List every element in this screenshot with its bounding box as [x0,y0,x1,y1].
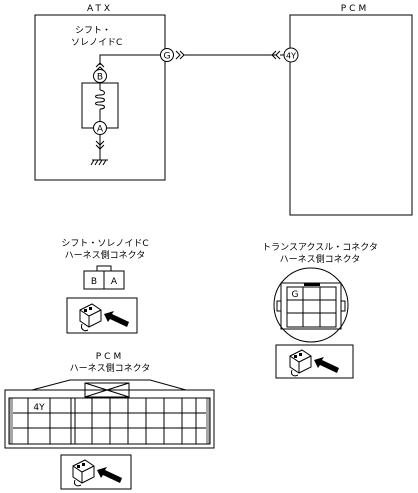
transaxle-connector-title-line1: トランスアクスル・コネクタ [262,243,378,253]
a-connector-marker [95,140,105,150]
solenoid-connector-face: B A [83,265,125,290]
transaxle-connector-face: G [273,267,349,343]
solenoid-connector-title-line2: ハーネス側コネクタ [64,251,146,261]
connector-view-icon [275,344,354,379]
transaxle-connector-title-line2: ハーネス側コネクタ [279,255,361,265]
terminal-4y-label: 4Y [286,52,296,61]
solenoid-connector-title-line1: シフト・ソレノイドC [61,239,149,249]
pcm-connector-face: 4Y [4,379,215,449]
terminal-a-label: A [97,125,104,135]
terminal-a [93,121,107,135]
pcm-connector-title-line2: ハーネス側コネクタ [69,364,151,374]
pcm-pin-4y: 4Y [33,403,45,413]
wire-b-g [99,54,160,65]
terminal-b-label: B [97,73,103,83]
terminal-4y [283,47,299,63]
pcm-box [289,14,413,216]
connector-view-icon [60,454,132,490]
solenoid-name-line1: シフト・ [75,26,112,36]
solenoid-pin-b: B [91,277,97,287]
4y-female-arrow [271,50,281,60]
solenoid-pin-a: A [111,277,118,287]
terminal-g [160,48,174,62]
solenoid-name-line2: ソレノイドC [71,38,123,48]
terminal-g-label: G [164,52,171,62]
solenoid-coil [95,89,105,110]
pcm-label: PCM [340,4,370,14]
transaxle-pin-g: G [292,290,299,300]
pcm-connector-title-line1: PCM [95,352,125,362]
atx-label: ATX [86,4,114,14]
atx-box [34,14,166,181]
connector-view-icon [66,297,138,334]
g-male-arrow [175,50,185,60]
ground-icon [90,159,108,166]
